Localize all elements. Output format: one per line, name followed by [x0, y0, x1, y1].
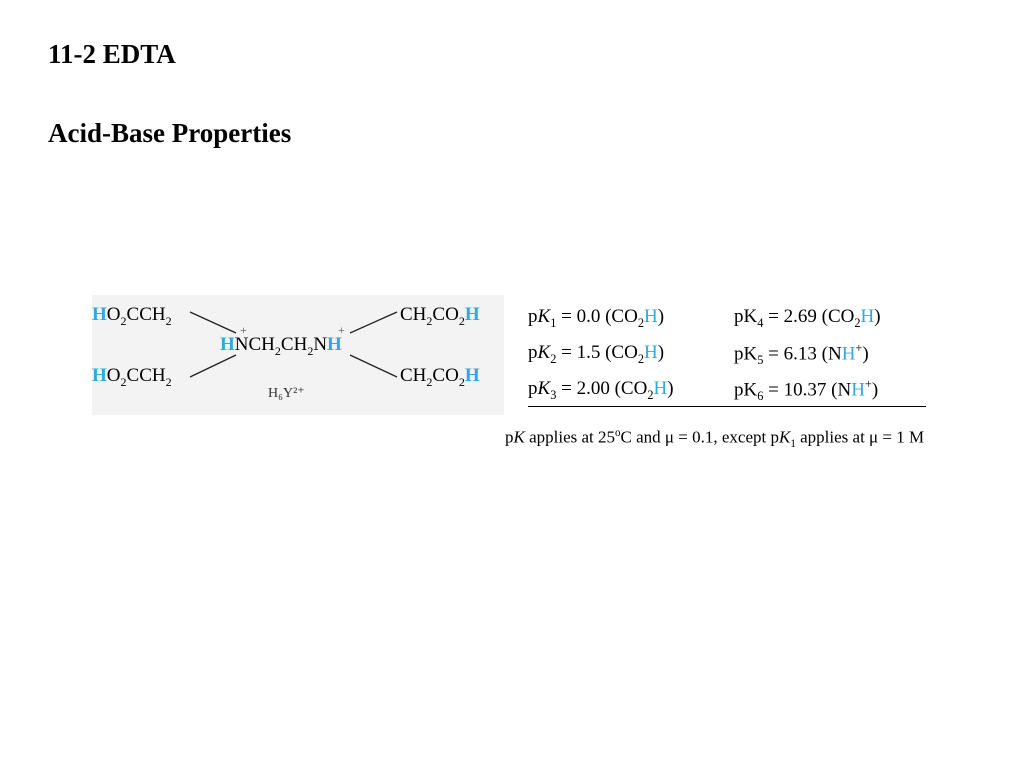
- charge-right: +: [338, 323, 345, 337]
- bond-left-bottom: [189, 354, 237, 378]
- right-top-group: CH2CO2H: [400, 304, 480, 328]
- slide-title: 11-2 EDTA: [48, 39, 176, 69]
- pka-row: pK2 = 1.5 (CO2H) pK5 = 6.13 (NH+): [528, 336, 926, 372]
- table-divider: [528, 406, 926, 407]
- pk3-cell: pK3 = 2.00 (CO2H): [528, 377, 674, 402]
- left-bottom-group: HO2CCH2: [92, 365, 172, 389]
- bond-left-top: [189, 311, 237, 334]
- pk1-cell: pK1 = 0.0 (CO2H): [528, 305, 665, 330]
- pka-row: pK3 = 2.00 (CO2H) pK6 = 10.37 (NH+): [528, 372, 926, 408]
- pk4-cell: pK4 = 2.69 (CO2H): [734, 305, 881, 330]
- bond-lines: [189, 311, 398, 378]
- bond-right-bottom: [349, 354, 398, 378]
- conditions-note: pK applies at 25oC and μ = 0.1, except p…: [505, 427, 925, 451]
- pk2-cell: pK2 = 1.5 (CO2H): [528, 341, 665, 366]
- structure-label: H₆Y²⁺: [268, 386, 305, 401]
- left-top-group: HO2CCH2: [92, 304, 172, 328]
- slide-subtitle: Acid-Base Properties: [48, 118, 292, 148]
- edta-structure-figure: HO2CCH2 HO2CCH2 HNCH2CH2NH + + CH2CO2H C…: [92, 295, 504, 415]
- edta-structure-svg: HO2CCH2 HO2CCH2 HNCH2CH2NH + + CH2CO2H C…: [92, 304, 480, 401]
- charge-left: +: [240, 323, 247, 337]
- pk6-cell: pK6 = 10.37 (NH+): [734, 376, 879, 403]
- right-bottom-group: CH2CO2H: [400, 365, 480, 389]
- bond-right-top: [349, 311, 398, 334]
- pka-table: pK1 = 0.0 (CO2H) pK4 = 2.69 (CO2H) pK2 =…: [528, 300, 926, 408]
- pka-row: pK1 = 0.0 (CO2H) pK4 = 2.69 (CO2H): [528, 300, 926, 336]
- backbone-group: HNCH2CH2NH: [220, 334, 342, 358]
- pk5-cell: pK5 = 6.13 (NH+): [734, 340, 869, 367]
